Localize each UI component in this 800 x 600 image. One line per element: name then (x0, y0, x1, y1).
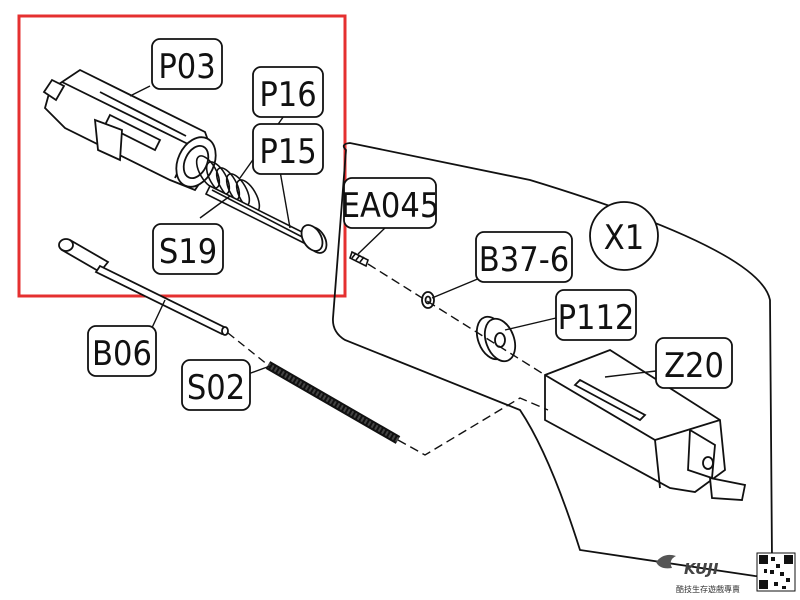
svg-text:KUJI: KUJI (684, 560, 719, 578)
label-s19: S19 (152, 223, 224, 275)
label-p15: P15 (252, 123, 324, 175)
svg-text:P03: P03 (158, 47, 215, 87)
kuji-logo: KUJI 酷技生存遊戲專賣 (656, 554, 740, 594)
svg-text:P16: P16 (259, 75, 316, 115)
label-p03: P03 (151, 38, 223, 90)
guide-rod-dashed-line (227, 332, 269, 366)
svg-text:B37-6: B37-6 (479, 240, 569, 280)
ea045-screw-part (349, 250, 369, 268)
svg-text:X1: X1 (604, 218, 644, 258)
assembly-dashed-line (367, 263, 549, 456)
label-p16: P16 (252, 66, 324, 118)
label-x1: X1 (589, 201, 659, 271)
z20-housing-part (544, 348, 747, 501)
b37-6-washer-part (421, 291, 435, 309)
label-b37-6: B37-6 (475, 231, 573, 283)
qr-code-icon (756, 552, 796, 592)
label-z20: Z20 (655, 337, 733, 389)
svg-text:S19: S19 (159, 232, 217, 272)
p112-disc-part (475, 315, 517, 363)
label-ea045: EA045 (341, 177, 440, 229)
b06-guide-rod-part (58, 238, 229, 336)
label-p112: P112 (555, 289, 637, 341)
svg-text:Z20: Z20 (664, 346, 724, 386)
svg-text:酷技生存遊戲專賣: 酷技生存遊戲專賣 (676, 584, 740, 594)
svg-text:EA045: EA045 (341, 186, 440, 226)
label-b06: B06 (87, 325, 157, 377)
p03-nozzle-part (42, 68, 217, 192)
svg-text:P15: P15 (259, 132, 316, 172)
svg-text:P112: P112 (558, 298, 635, 338)
p16-cap-part (300, 224, 328, 254)
label-s02: S02 (181, 359, 251, 411)
svg-text:S02: S02 (187, 368, 245, 408)
svg-text:B06: B06 (92, 334, 152, 374)
s02-spring-part (265, 361, 401, 444)
